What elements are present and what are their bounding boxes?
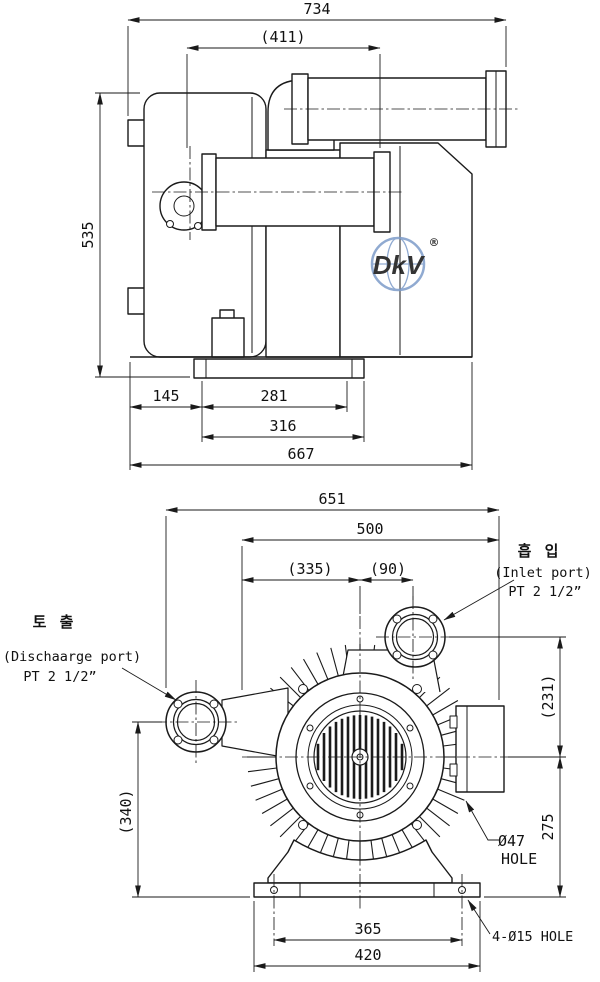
dim-651: 651 bbox=[318, 490, 345, 508]
dim-500: 500 bbox=[356, 520, 383, 538]
dim-275: 275 bbox=[539, 813, 557, 840]
discharge-port bbox=[165, 691, 227, 753]
dim-90-ref: (90) bbox=[370, 560, 406, 578]
side-view-dimensions: 734 (411) 535 145 281 316 667 bbox=[79, 0, 507, 470]
centerlines-front bbox=[154, 596, 512, 946]
dim-340-ref: (340) bbox=[117, 789, 135, 834]
discharge-leader-line bbox=[121, 667, 177, 701]
hole15-leader-line bbox=[467, 899, 491, 935]
discharge-port-label-kr: 토 출 bbox=[33, 613, 78, 631]
junction-box bbox=[211, 317, 245, 358]
terminal-box bbox=[455, 705, 505, 793]
dim-145: 145 bbox=[152, 387, 179, 405]
hole-15-label: 4-Ø15 HOLE bbox=[492, 929, 573, 945]
dim-281: 281 bbox=[260, 387, 287, 405]
front-view bbox=[154, 596, 512, 946]
dim-231-ref: (231) bbox=[539, 674, 557, 719]
brand-watermark: DkV ® bbox=[370, 236, 440, 292]
hole-47-label-line1: Ø47 bbox=[498, 832, 525, 850]
dim-411-ref: (411) bbox=[260, 28, 305, 46]
dim-420: 420 bbox=[354, 946, 381, 964]
base-plate bbox=[253, 882, 481, 898]
dim-535: 535 bbox=[79, 221, 97, 248]
discharge-port-size-label: PT 2 1/2” bbox=[23, 669, 96, 685]
discharge-port-label-en: (Dischaarge port) bbox=[3, 649, 141, 665]
brand-watermark-text: DkV bbox=[373, 250, 426, 280]
inlet-port-label-kr: 흡 입 bbox=[518, 542, 563, 560]
dim-365: 365 bbox=[354, 920, 381, 938]
centerlines-side bbox=[152, 108, 520, 240]
dim-316: 316 bbox=[269, 417, 296, 435]
hole-47-label-line2: HOLE bbox=[501, 850, 537, 868]
dim-335-ref: (335) bbox=[287, 560, 332, 578]
front-view-dimensions: 651 500 (335) (90) (231) 275 (340) 365 4… bbox=[3, 490, 592, 972]
hole47-leader-line bbox=[465, 800, 500, 841]
registered-mark: ® bbox=[429, 236, 440, 249]
side-view bbox=[127, 70, 520, 379]
base-plate-side bbox=[193, 358, 365, 379]
inlet-port-size-label: PT 2 1/2” bbox=[508, 584, 581, 600]
casing-ear-bolts bbox=[298, 684, 422, 830]
dim-667: 667 bbox=[287, 445, 314, 463]
dim-734: 734 bbox=[303, 0, 330, 18]
discharge-elbow-flange bbox=[159, 181, 209, 231]
inlet-port-label-en: (Inlet port) bbox=[494, 565, 592, 581]
inlet-leader-line bbox=[443, 579, 515, 621]
